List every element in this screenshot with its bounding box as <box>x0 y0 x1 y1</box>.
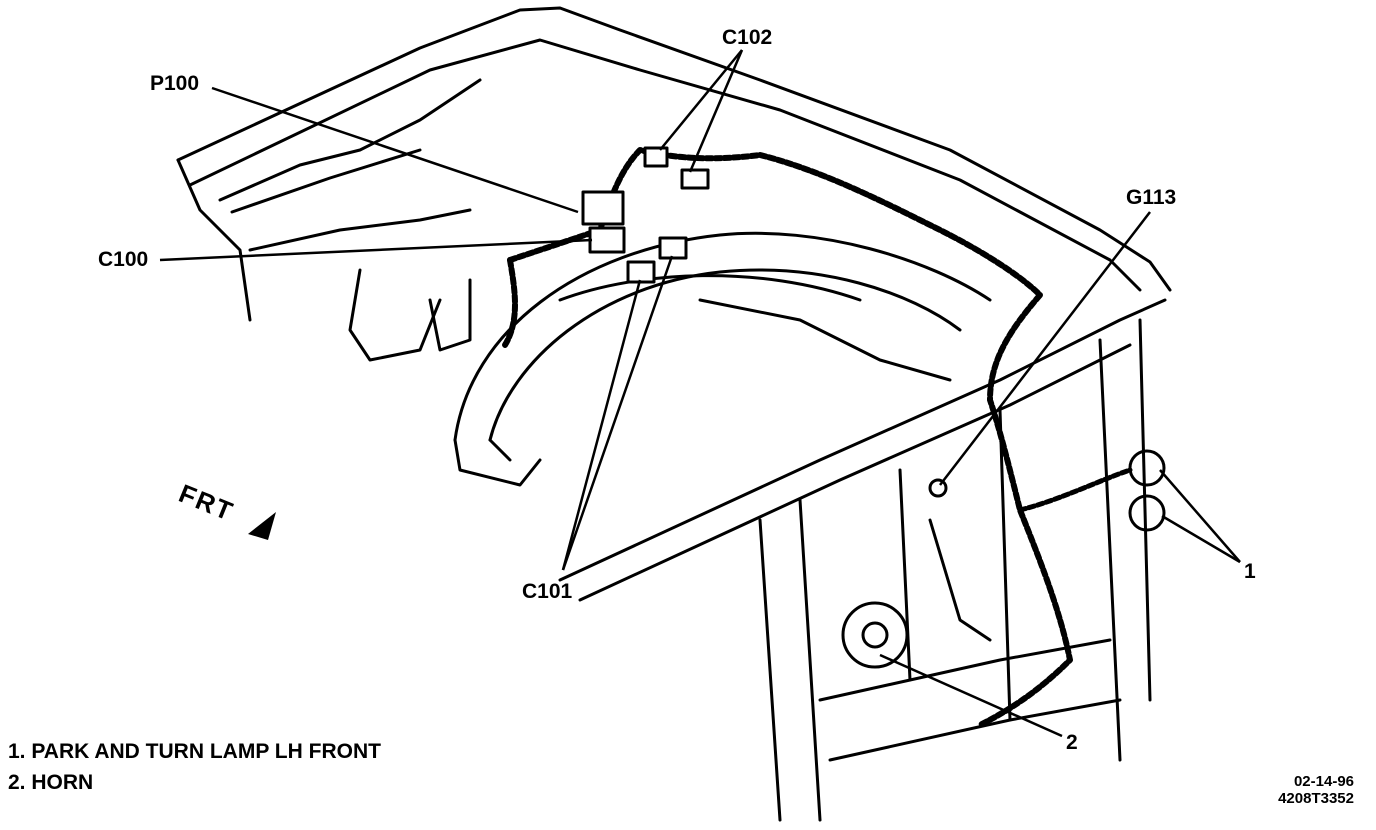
callout-g113: G113 <box>1126 186 1177 209</box>
wheel-housing-inner <box>488 268 962 442</box>
wiring-harness <box>507 147 1073 728</box>
radiator-support-top <box>558 298 1167 582</box>
connector-c101-b <box>658 236 688 260</box>
leader-2 <box>879 653 1063 738</box>
lamp-socket-upper <box>1128 449 1166 487</box>
callout-item-2: 2 <box>1066 731 1078 754</box>
lamp-socket-lower <box>1128 494 1166 532</box>
leader-p100 <box>211 86 579 214</box>
horn <box>841 601 909 669</box>
footer-code: 4208T3352 <box>1278 790 1354 807</box>
connector-c101-a <box>626 260 656 284</box>
leader-1-a <box>1159 469 1241 563</box>
leader-1-b <box>1161 514 1241 564</box>
legend: 1. PARK AND TURN LAMP LH FRONT 2. HORN <box>8 736 381 798</box>
legend-item: 2. HORN <box>8 771 94 794</box>
leader-c101-b <box>561 255 674 571</box>
front-direction-arrow <box>248 512 276 540</box>
callout-item-1: 1 <box>1244 560 1256 583</box>
callout-c102: C102 <box>722 26 773 49</box>
connector-p100-block <box>581 190 625 226</box>
leader-c102-a <box>659 49 743 151</box>
footer: 02-14-96 4208T3352 <box>1278 773 1354 807</box>
leader-c102-b <box>688 49 744 173</box>
footer-date: 02-14-96 <box>1293 773 1354 790</box>
leader-g113 <box>939 211 1151 486</box>
callout-c100: C100 <box>98 248 149 271</box>
ground-g113 <box>928 478 948 498</box>
callout-p100: P100 <box>150 72 200 95</box>
connector-c102-a <box>643 146 669 168</box>
callout-c101: C101 <box>522 580 573 603</box>
connector-c100-block <box>588 226 626 254</box>
wheel-housing-outer <box>453 231 992 442</box>
connector-c102-b <box>680 168 710 190</box>
leader-c100 <box>159 238 593 262</box>
legend-item: 1. PARK AND TURN LAMP LH FRONT <box>8 740 381 763</box>
leader-c101-a <box>561 279 642 571</box>
